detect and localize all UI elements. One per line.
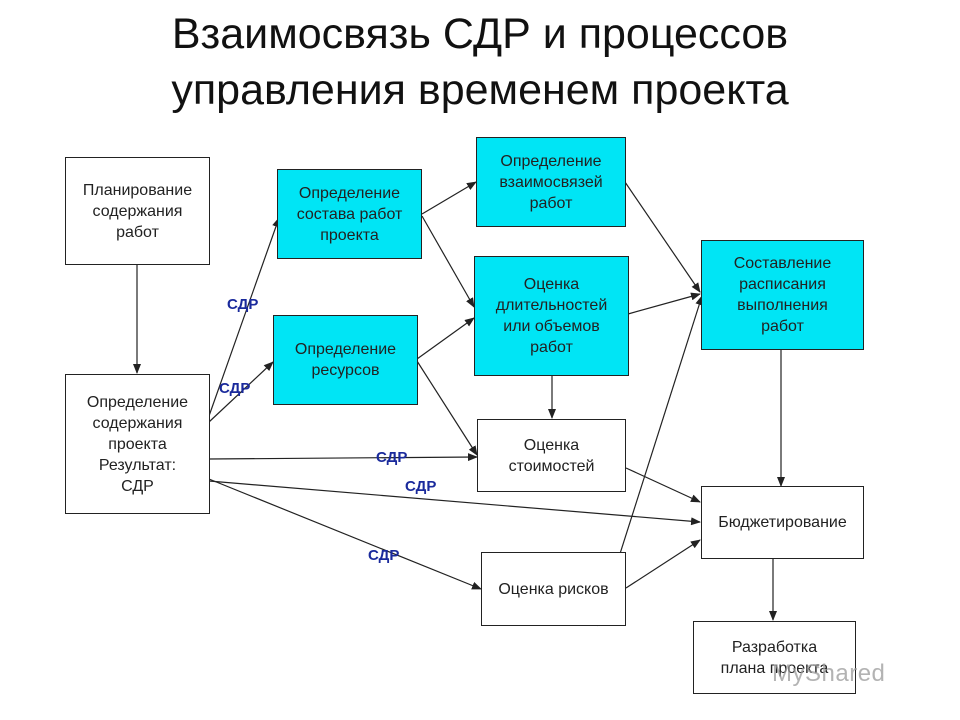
arrow-work-composition-to-duration [421,215,475,308]
edge-label-risk: СДР [368,547,400,564]
arrow-cost-to-budgeting [625,467,701,503]
node-duration: Оценка длительностей или объемов работ [474,256,629,376]
slide-title: Взаимосвязь СДР и процессов управления в… [0,6,960,118]
node-plan: Разработка плана проекта [693,621,856,694]
node-work-composition: Определение состава работ проекта [277,169,422,259]
watermark-logo: MyShared [772,660,886,687]
slide-title-line-2: управления временем проекта [171,66,789,114]
arrow-duration-to-schedule [627,292,701,315]
slide-title-line-1: Взаимосвязь СДР и процессов [171,10,789,58]
edge-label-cost: СДР [376,449,408,466]
arrow-definition-to-resources [208,361,274,423]
arrow-definition-to-risk [208,478,482,590]
node-risk: Оценка рисков [481,552,626,626]
node-cost: Оценка стоимостей [477,419,626,492]
node-budgeting: Бюджетирование [701,486,864,559]
node-planning: Планирование содержания работ [65,157,210,265]
node-definition: Определение содержания проекта Результат… [65,374,210,514]
edge-label-budgeting: СДР [405,478,437,495]
arrow-definition-to-budgeting [208,480,701,526]
node-resources: Определение ресурсов [273,315,418,405]
arrow-resources-to-cost [416,360,478,456]
arrow-definition-to-cost [208,453,478,462]
edge-label-work-composition: СДР [227,296,259,313]
node-schedule: Составление расписания выполнения работ [701,240,864,350]
arrow-dependencies-to-schedule [624,181,701,293]
edge-label-resources: СДР [219,380,251,397]
arrow-resources-to-duration [416,317,475,360]
arrow-definition-to-work-composition [208,217,280,417]
arrow-work-composition-to-dependencies [421,181,477,215]
arrow-risk-to-budgeting [625,539,701,589]
node-dependencies: Определение взаимосвязей работ [476,137,626,227]
